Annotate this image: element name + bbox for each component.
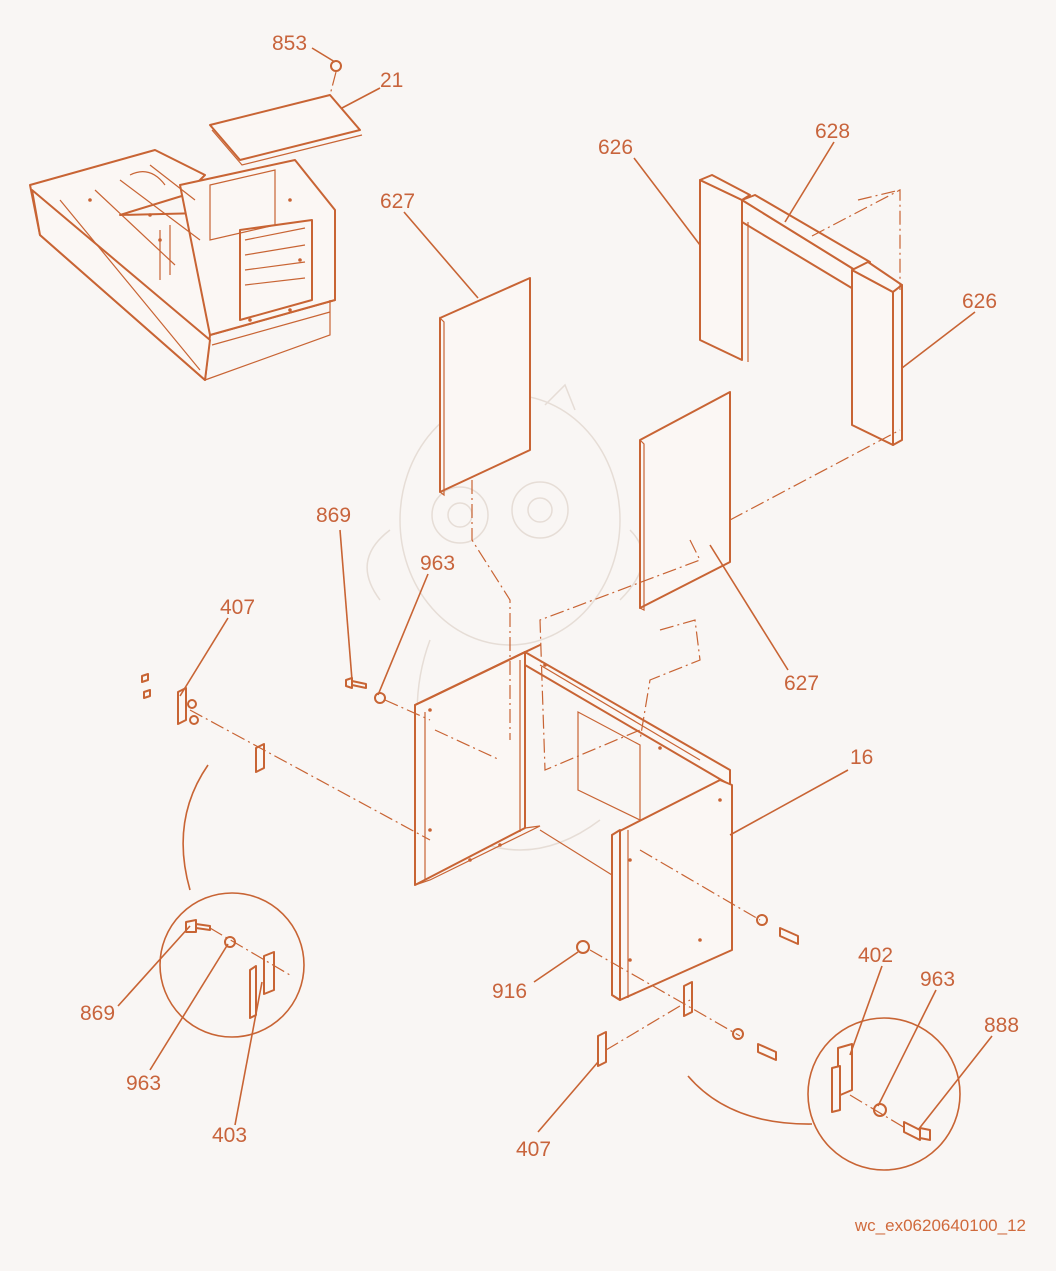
callout-916: 916	[492, 980, 527, 1003]
detail-circle-left	[159, 764, 305, 1038]
callout-627-lower: 627	[784, 672, 819, 695]
bolt-and-washer-right	[576, 914, 799, 1061]
cover-plate-21	[209, 94, 363, 166]
callout-403: 403	[212, 1124, 247, 1147]
callout-402: 402	[858, 944, 893, 967]
callout-407-bottom: 407	[516, 1138, 551, 1161]
callout-963-top: 963	[420, 552, 455, 575]
callout-869-detail: 869	[80, 1002, 115, 1025]
knob-853	[329, 60, 342, 96]
callout-407-left: 407	[220, 596, 255, 619]
machine-housing-assembly	[29, 149, 336, 381]
callout-853: 853	[272, 32, 307, 55]
drawing-code: wc_ex0620640100_12	[854, 1216, 1026, 1235]
detail-circle-right	[687, 1017, 961, 1171]
washer-963-top	[374, 692, 386, 704]
panel-627-upper	[439, 277, 531, 497]
hinge-407-left	[141, 673, 265, 773]
assembly-lines	[189, 189, 901, 1051]
cabinet-16	[414, 644, 733, 1001]
callout-626-left: 626	[598, 136, 633, 159]
callout-leaders	[117, 47, 993, 1133]
screw-869-top	[345, 677, 367, 689]
callout-627-upper: 627	[380, 190, 415, 213]
callout-628: 628	[815, 120, 850, 143]
panel-627-lower	[639, 391, 731, 611]
frame-626-628	[699, 174, 903, 446]
callout-labels: 853 21 626 628 626 627 869 963 407 627 1…	[80, 32, 1019, 1161]
callout-888: 888	[984, 1014, 1019, 1037]
callout-869-top: 869	[316, 504, 351, 527]
callout-16: 16	[850, 746, 873, 769]
callout-963-right: 963	[920, 968, 955, 991]
callout-963-detail: 963	[126, 1072, 161, 1095]
callout-626-right: 626	[962, 290, 997, 313]
callout-21: 21	[380, 69, 403, 92]
